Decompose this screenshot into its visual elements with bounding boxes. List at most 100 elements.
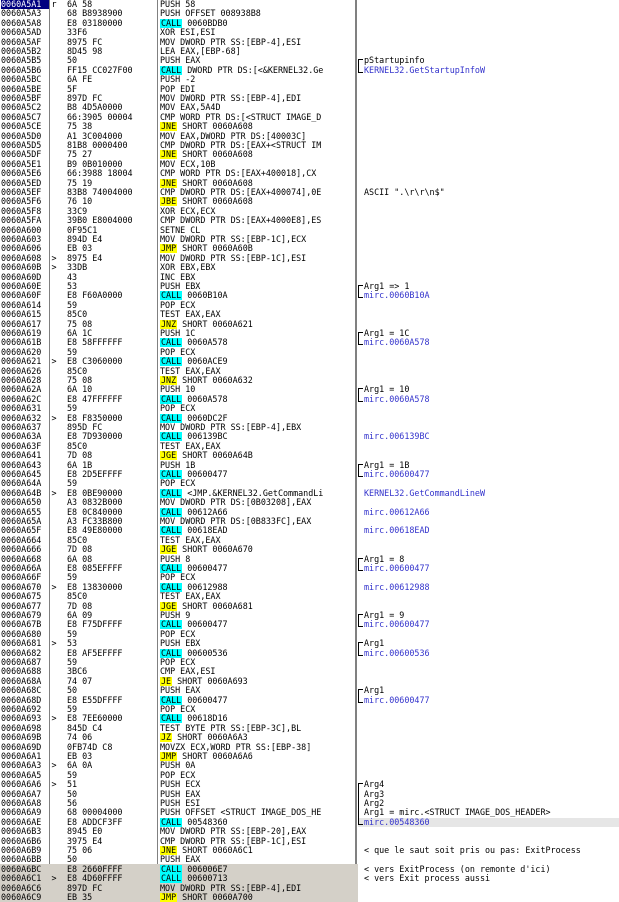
address-cell[interactable]: 0060A64B <box>1 488 42 498</box>
address-cell[interactable]: 0060A68A <box>1 676 42 686</box>
address-cell[interactable]: 0060A5B2 <box>1 47 42 56</box>
address-cell[interactable]: 0060A687 <box>1 658 42 667</box>
address-cell[interactable]: 0060A650 <box>1 498 42 508</box>
address-cell[interactable]: 0060A666 <box>1 545 42 555</box>
address-cell[interactable]: 0060A66A <box>1 564 42 573</box>
address-cell[interactable]: 0060A62C <box>1 394 42 404</box>
address-cell[interactable]: 0060A6C6 <box>1 883 42 893</box>
address-cell[interactable]: 0060A5A1 <box>1 0 49 10</box>
address-cell[interactable]: 0060A6A1 <box>1 752 42 761</box>
address-cell[interactable]: 0060A5BF <box>1 94 42 103</box>
address-cell[interactable]: 0060A698 <box>1 723 42 733</box>
address-cell[interactable]: 0060A6B9 <box>1 846 42 855</box>
address-cell[interactable]: 0060A681 <box>1 639 42 649</box>
address-cell[interactable]: 0060A60B <box>1 263 42 273</box>
address-cell[interactable]: 0060A677 <box>1 601 42 611</box>
address-cell[interactable]: 0060A637 <box>1 423 42 432</box>
address-cell[interactable]: 0060A668 <box>1 554 42 564</box>
address-cell[interactable]: 0060A66F <box>1 573 42 583</box>
address-cell[interactable]: 0060A5ED <box>1 178 42 188</box>
address-cell[interactable]: 0060A5C2 <box>1 103 42 113</box>
address-cell[interactable]: 0060A64A <box>1 479 42 489</box>
address-cell[interactable]: 0060A655 <box>1 507 42 517</box>
address-cell[interactable]: 0060A631 <box>1 404 42 414</box>
address-cell[interactable]: 0060A5EF <box>1 188 42 197</box>
address-cell[interactable]: 0060A5C7 <box>1 112 42 122</box>
address-cell[interactable]: 0060A5B6 <box>1 65 42 75</box>
address-cell[interactable]: 0060A5AD <box>1 28 42 38</box>
address-cell[interactable]: 0060A641 <box>1 451 42 461</box>
address-cell[interactable]: 0060A5AF <box>1 37 42 47</box>
address-cell[interactable]: 0060A5F8 <box>1 206 42 216</box>
address-cell[interactable]: 0060A6A3 <box>1 761 42 771</box>
address-cell[interactable]: 0060A6AE <box>1 817 42 827</box>
address-cell[interactable]: 0060A5E6 <box>1 169 42 179</box>
address-cell[interactable]: 0060A69B <box>1 733 42 743</box>
address-cell[interactable]: 0060A679 <box>1 611 42 620</box>
address-cell[interactable]: 0060A5CE <box>1 122 42 132</box>
address-cell[interactable]: 0060A680 <box>1 629 42 639</box>
address-cell[interactable]: 0060A5BC <box>1 75 42 85</box>
address-cell[interactable]: 0060A688 <box>1 667 42 677</box>
address-cell[interactable]: 0060A620 <box>1 347 42 357</box>
address-cell[interactable]: 0060A600 <box>1 225 42 235</box>
address-cell[interactable]: 0060A5D5 <box>1 141 42 150</box>
address-cell[interactable]: 0060A628 <box>1 376 42 385</box>
address-cell[interactable]: 0060A619 <box>1 329 42 338</box>
address-cell[interactable]: 0060A68D <box>1 695 42 705</box>
address-cell[interactable]: 0060A5E1 <box>1 159 42 169</box>
